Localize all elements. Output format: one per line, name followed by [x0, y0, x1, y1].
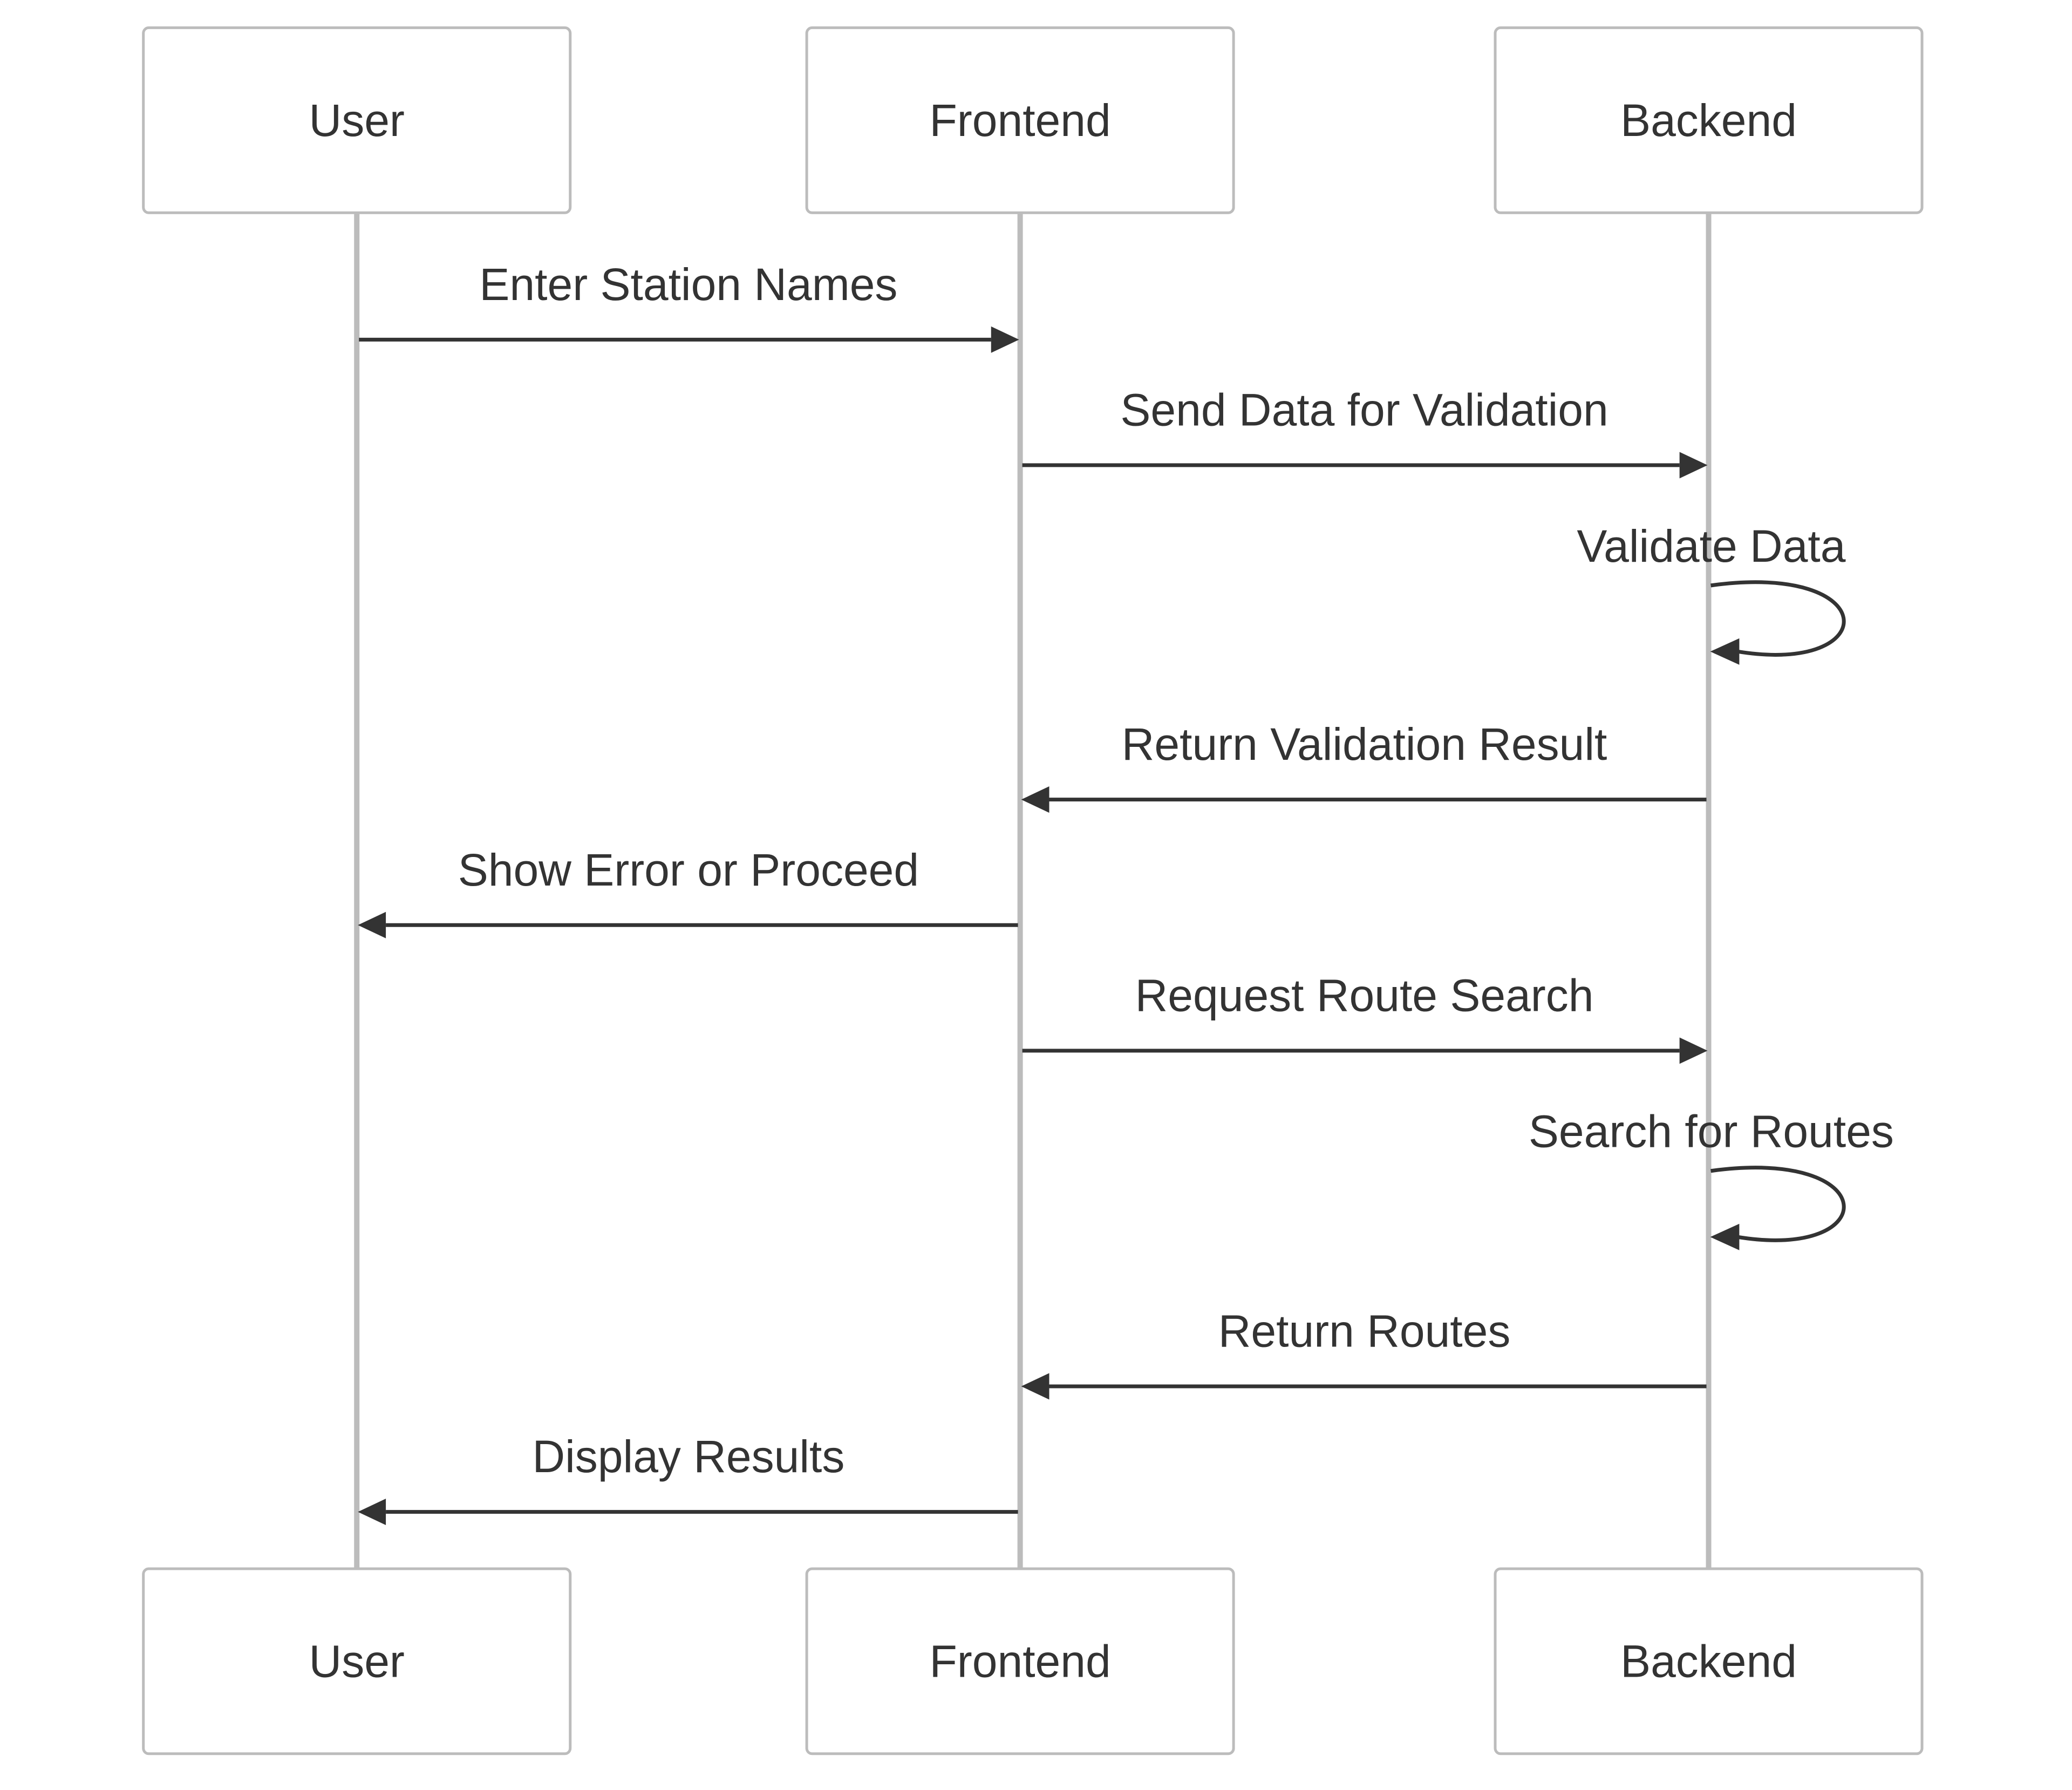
self-message-loop: [1710, 1166, 1846, 1242]
actor-label-backend-bottom: Backend: [1620, 1636, 1797, 1686]
self-message-loop: [1710, 580, 1846, 657]
message-label: Validate Data: [1577, 521, 1845, 571]
message-arrowhead: [1021, 786, 1049, 813]
message-label: Request Route Search: [1135, 970, 1594, 1020]
message-arrowhead: [1710, 1223, 1740, 1250]
message-arrowhead: [1021, 1373, 1049, 1400]
message-arrowhead: [1679, 452, 1708, 479]
actor-box-frontend-top: [805, 26, 1235, 214]
actor-label-user-bottom: User: [309, 1636, 405, 1686]
message-arrowhead: [358, 1499, 386, 1526]
actor-label-frontend-bottom: Frontend: [930, 1636, 1111, 1686]
actor-box-backend-top: [1494, 26, 1924, 214]
actor-label-frontend-top: Frontend: [930, 95, 1111, 146]
actor-box-user-top: [142, 26, 572, 214]
actor-label-user-top: User: [309, 95, 405, 146]
message-label: Show Error or Proceed: [458, 845, 919, 895]
message-arrowhead: [1679, 1037, 1708, 1064]
message-arrowhead: [358, 911, 386, 938]
message-label: Return Routes: [1218, 1306, 1511, 1357]
actor-label-backend-top: Backend: [1620, 95, 1797, 146]
actor-box-user-bottom: [142, 1567, 572, 1755]
message-label: Search for Routes: [1529, 1106, 1894, 1157]
message-label: Return Validation Result: [1122, 719, 1607, 770]
message-label: Send Data for Validation: [1120, 385, 1608, 435]
actor-box-frontend-bottom: [805, 1567, 1235, 1755]
actor-box-backend-bottom: [1494, 1567, 1924, 1755]
message-arrowhead: [1710, 638, 1740, 665]
message-label: Display Results: [532, 1431, 844, 1482]
message-label: Enter Station Names: [479, 259, 897, 310]
message-arrowhead: [991, 326, 1019, 353]
